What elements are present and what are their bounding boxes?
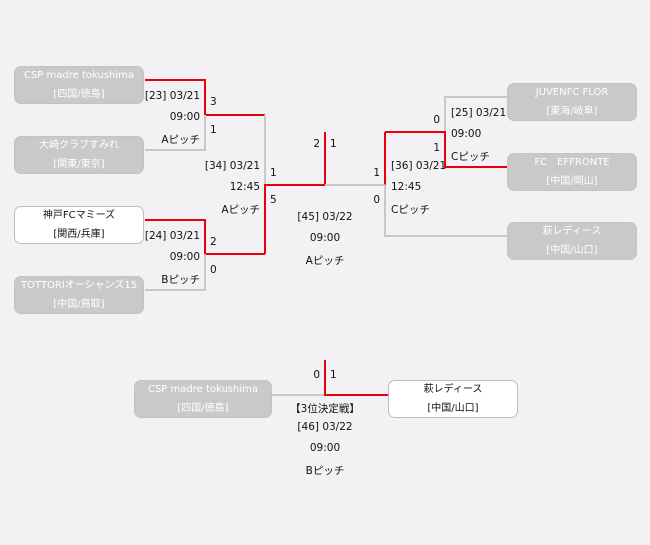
team-region: [関西/兵庫] [53,229,105,240]
line-m25-winner [385,131,507,168]
team-name: TOTTORIオーシャンズ15 [20,280,138,291]
m36-score-top: 1 [373,167,380,179]
team-region: [四国/徳島] [177,403,229,414]
m46-id-date[interactable]: [46] 03/22 [297,421,353,433]
line-m23-loser [145,115,206,151]
line-m23-winner [145,79,265,116]
m23-time: 09:00 [169,111,200,123]
team-name: 萩レディース [423,384,483,395]
m34-score-top: 1 [270,167,277,179]
m45-id-date[interactable]: [45] 03/22 [297,211,353,223]
m25-id-date[interactable]: [25] 03/21 [451,107,507,119]
team-box-third-csp[interactable]: CSP madre tokushima [四国/徳島] [134,380,272,418]
m36-score-bottom: 0 [373,194,380,206]
m24-score-bottom: 0 [210,264,217,276]
m36-pitch: Cピッチ [391,204,430,216]
team-name: 大崎クラブすみれ [39,140,119,151]
team-region: [関東/東京] [53,159,105,170]
m36-id-date[interactable]: [36] 03/21 [391,160,447,172]
team-box-kobe[interactable]: 神戸FCマミーズ [関西/兵庫] [14,206,144,244]
m23-score-bottom: 1 [210,124,217,136]
team-region: [中国/山口] [427,403,479,414]
m24-pitch: Bピッチ [161,274,200,286]
m46-score-right: 1 [330,369,337,381]
m25-pitch: Cピッチ [451,151,490,163]
line-m24-loser [145,254,206,291]
m23-score-top: 3 [210,96,217,108]
team-name: CSP madre tokushima [23,70,135,81]
team-region: [中国/山口] [546,245,598,256]
team-box-csp[interactable]: CSP madre tokushima [四国/徳島] [14,66,144,104]
team-name: FC EFFRONTE [534,157,610,168]
team-box-tottori[interactable]: TOTTORIオーシャンズ15 [中国/鳥取] [14,276,144,314]
line-m24-winner [145,219,265,255]
team-region: [東海/岐阜] [546,106,598,117]
m23-pitch: Aピッチ [161,134,200,146]
m46-title: 【3位決定戦】 [290,403,360,415]
m34-time: 12:45 [229,181,260,193]
m45-score-right: 1 [330,138,337,150]
m45-pitch: Aピッチ [305,255,345,267]
m25-score-top: 0 [433,114,440,126]
m45-score-left: 2 [313,138,320,150]
team-box-hagi[interactable]: 萩レディース [中国/山口] [507,222,637,260]
m45-time: 09:00 [309,232,341,244]
m24-time: 09:00 [169,251,200,263]
m34-id-date[interactable]: [34] 03/21 [204,160,260,172]
team-box-effronte[interactable]: FC EFFRONTE [中国/岡山] [507,153,637,191]
line-m46-winner [324,360,388,396]
team-name: 萩レディース [542,226,602,237]
m25-score-bottom: 1 [433,142,440,154]
team-region: [四国/徳島] [53,89,105,100]
dotted-divider [0,9,650,10]
team-box-third-hagi[interactable]: 萩レディース [中国/山口] [388,380,518,418]
m36-time: 12:45 [391,181,422,193]
team-region: [中国/岡山] [546,176,598,187]
line-m34-winner [264,132,326,254]
m46-score-left: 0 [313,369,320,381]
team-region: [中国/鳥取] [53,299,105,310]
m46-time: 09:00 [309,442,341,454]
team-box-juven[interactable]: JUVENFC FLOR [東海/岐阜] [507,83,637,121]
team-name: JUVENFC FLOR [535,87,609,98]
line-m25-loser [444,96,507,132]
team-name: CSP madre tokushima [147,384,259,395]
team-name: 神戸FCマミーズ [42,210,116,221]
m24-score-top: 2 [210,236,217,248]
m23-id-date[interactable]: [23] 03/21 [144,90,200,102]
m24-id-date[interactable]: [24] 03/21 [144,230,200,242]
m34-score-bottom: 5 [270,194,277,206]
m46-pitch: Bピッチ [305,465,345,477]
line-m36-loser [384,185,507,237]
team-box-osaki[interactable]: 大崎クラブすみれ [関東/東京] [14,136,144,174]
m25-time: 09:00 [451,128,482,140]
m34-pitch: Aピッチ [221,204,260,216]
